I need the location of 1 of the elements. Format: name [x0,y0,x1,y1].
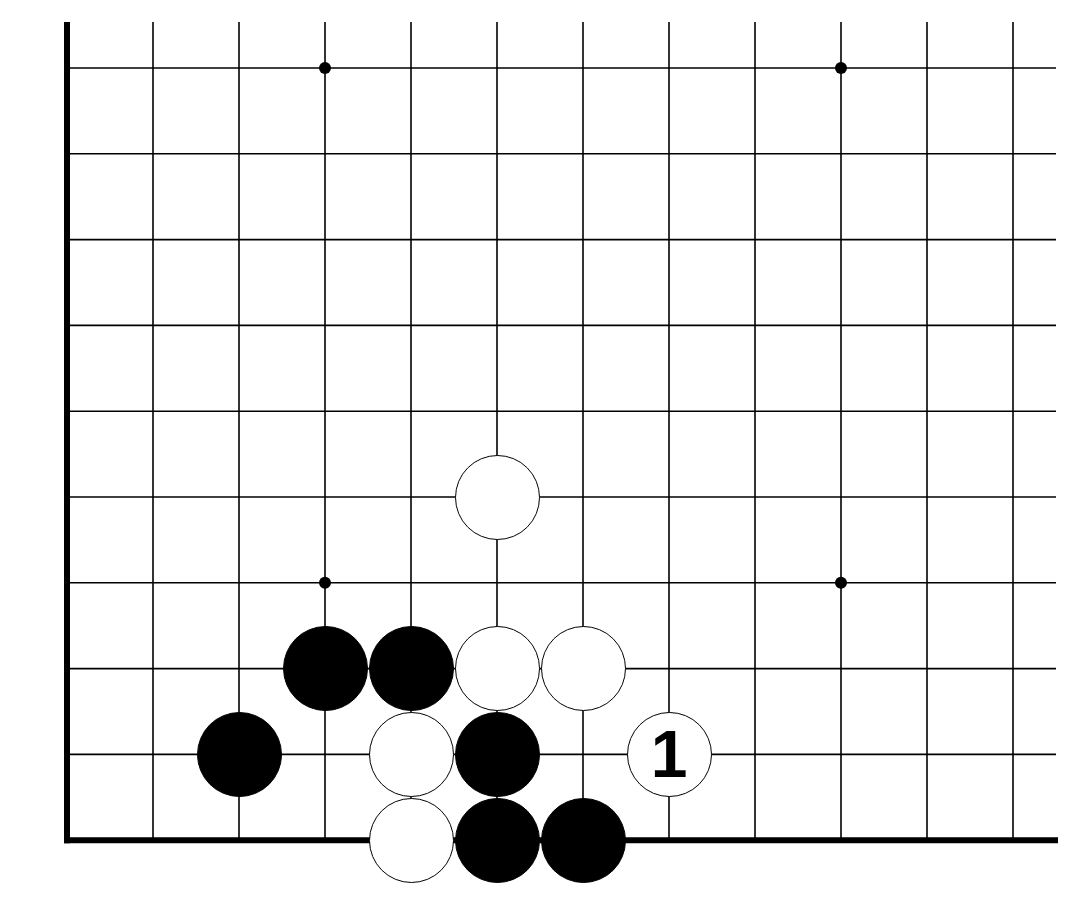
move-number: 1 [650,721,688,788]
